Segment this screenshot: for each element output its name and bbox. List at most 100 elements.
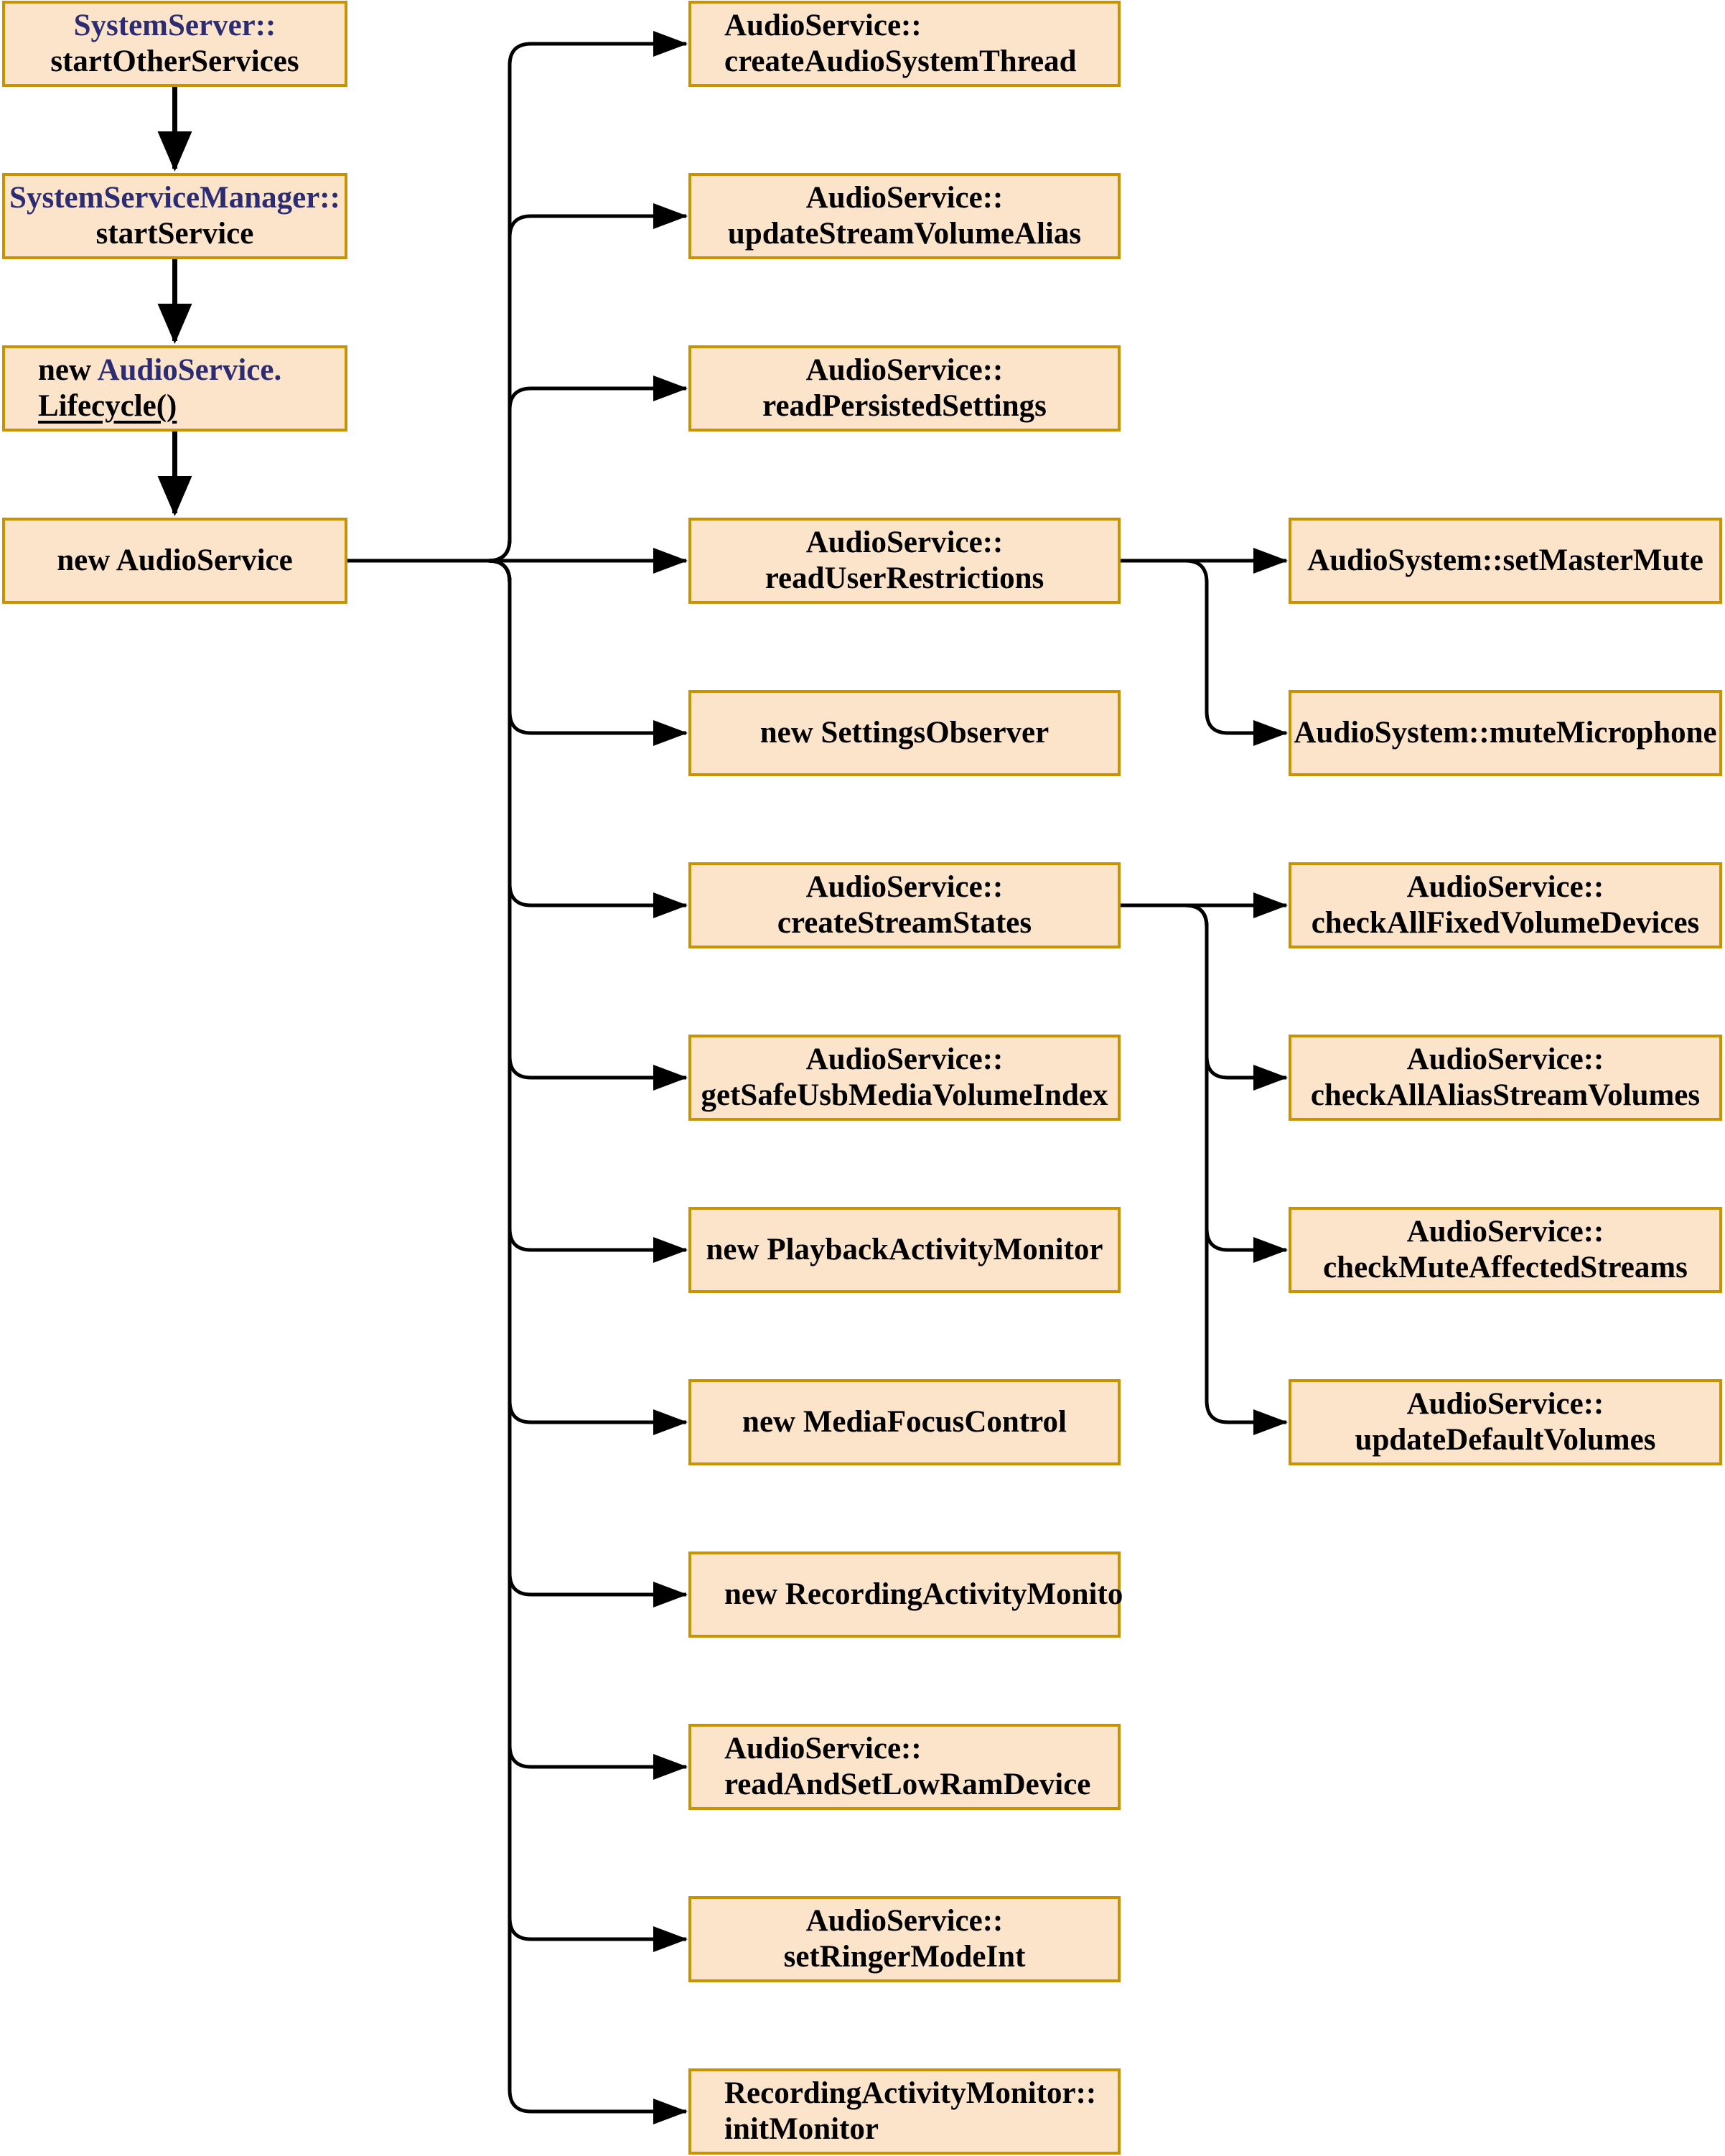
node-label-line: AudioService:: bbox=[806, 525, 1004, 561]
flow-node-r5: AudioService::checkMuteAffectedStreams bbox=[1289, 1207, 1722, 1293]
label-text: AudioService. bbox=[97, 353, 282, 387]
node-label-line: checkAllFixedVolumeDevices bbox=[1312, 905, 1700, 941]
arrow-L4-m12 bbox=[347, 559, 688, 1952]
label-text: startService bbox=[95, 217, 254, 251]
flow-node-m11: AudioService::readAndSetLowRamDevice bbox=[688, 1724, 1121, 1810]
node-label-line: AudioService:: bbox=[1407, 1214, 1604, 1250]
flow-node-r1: AudioSystem::setMasterMute bbox=[1289, 518, 1722, 604]
arrow-L4-m1 bbox=[347, 31, 688, 563]
flow-node-m2: AudioService::updateStreamVolumeAlias bbox=[688, 173, 1121, 259]
node-label-line: AudioService:: bbox=[806, 180, 1004, 216]
label-text: setRingerModeInt bbox=[783, 1940, 1026, 1974]
label-text: new PlaybackActivityMonitor bbox=[706, 1233, 1103, 1266]
node-label-line: AudioService:: bbox=[806, 1903, 1004, 1939]
arrow-L4-m8 bbox=[347, 559, 688, 1263]
node-label-line: AudioSystem::setMasterMute bbox=[1307, 543, 1703, 579]
flow-node-m8: new PlaybackActivityMonitor bbox=[688, 1207, 1121, 1293]
label-text: AudioService:: bbox=[805, 1042, 1004, 1076]
node-label-line: startOtherServices bbox=[50, 44, 299, 80]
arrow-m6-r5 bbox=[1121, 903, 1288, 1263]
arrow-m6-r4 bbox=[1121, 903, 1288, 1091]
label-text: getSafeUsbMediaVolumeIndex bbox=[701, 1078, 1108, 1112]
flow-node-m12: AudioService::setRingerModeInt bbox=[688, 1896, 1121, 1982]
node-label-line: AudioService:: bbox=[724, 1731, 922, 1767]
label-text: new SettingsObserver bbox=[759, 716, 1050, 750]
label-text: AudioService:: bbox=[1406, 1215, 1604, 1249]
flow-node-m13: RecordingActivityMonitor::initMonitor bbox=[688, 2068, 1121, 2155]
label-text: checkAllFixedVolumeDevices bbox=[1311, 906, 1700, 940]
label-text: readPersistedSettings bbox=[762, 389, 1047, 423]
node-label-line: new AudioService. bbox=[38, 353, 281, 388]
label-text: SystemServer:: bbox=[73, 9, 276, 42]
label-text: AudioService:: bbox=[1406, 1387, 1604, 1421]
arrow-L4-m5 bbox=[347, 559, 688, 746]
arrow-L4-m7 bbox=[347, 559, 688, 1091]
label-text: updateDefaultVolumes bbox=[1355, 1423, 1656, 1457]
flow-node-L4: new AudioService bbox=[2, 518, 347, 604]
node-label-line: AudioService:: bbox=[806, 1042, 1004, 1078]
node-label-line: AudioService:: bbox=[1407, 1042, 1604, 1078]
label-text: AudioService:: bbox=[724, 1732, 922, 1765]
node-label-line: startService bbox=[96, 216, 254, 252]
label-text: new bbox=[38, 353, 98, 387]
node-label-line: new SettingsObserver bbox=[760, 715, 1049, 751]
flow-node-m10: new RecordingActivityMonito bbox=[688, 1551, 1123, 1638]
node-label-line: initMonitor bbox=[724, 2111, 879, 2147]
node-label-line: AudioService:: bbox=[1407, 1386, 1604, 1422]
label-text: checkMuteAffectedStreams bbox=[1323, 1251, 1688, 1284]
flow-node-m1: AudioService::createAudioSystemThread bbox=[688, 1, 1121, 87]
arrow-L4-m9 bbox=[347, 559, 688, 1435]
label-text: new MediaFocusControl bbox=[742, 1405, 1067, 1439]
label-text: updateStreamVolumeAlias bbox=[727, 217, 1082, 251]
label-text: AudioSystem::muteMicrophone bbox=[1294, 716, 1717, 750]
flow-node-m5: new SettingsObserver bbox=[688, 690, 1121, 776]
node-label-line: readPersistedSettings bbox=[762, 388, 1047, 424]
label-text: RecordingActivityMonitor:: bbox=[724, 2076, 1097, 2110]
label-text: createAudioSystemThread bbox=[724, 45, 1077, 78]
node-label-line: readUserRestrictions bbox=[765, 561, 1044, 597]
node-label-line: SystemServiceManager:: bbox=[9, 180, 340, 216]
flow-node-m3: AudioService::readPersistedSettings bbox=[688, 345, 1121, 431]
arrow-m4-r2 bbox=[1121, 559, 1288, 746]
label-text: SystemServiceManager:: bbox=[9, 181, 340, 215]
label-text: AudioService:: bbox=[1406, 870, 1604, 904]
flow-node-r3: AudioService::checkAllFixedVolumeDevices bbox=[1289, 862, 1722, 948]
label-text: new RecordingActivityMonito bbox=[724, 1577, 1123, 1611]
node-label-line: getSafeUsbMediaVolumeIndex bbox=[701, 1078, 1108, 1114]
node-label-line: Lifecycle() bbox=[38, 388, 177, 424]
label-text: AudioService:: bbox=[724, 9, 922, 42]
arrow-L4-m11 bbox=[347, 559, 688, 1780]
label-text: AudioService:: bbox=[805, 353, 1004, 387]
node-label-line: createAudioSystemThread bbox=[724, 44, 1077, 80]
label-text: checkAllAliasStreamVolumes bbox=[1310, 1078, 1701, 1112]
node-label-line: AudioService:: bbox=[806, 869, 1004, 905]
flow-node-L1: SystemServer::startOtherServices bbox=[2, 1, 347, 87]
arrow-L4-m6 bbox=[347, 559, 688, 918]
node-label-line: AudioService:: bbox=[806, 353, 1004, 388]
node-label-line: AudioService:: bbox=[724, 8, 922, 44]
flow-node-m9: new MediaFocusControl bbox=[688, 1379, 1121, 1465]
node-label-line: AudioSystem::muteMicrophone bbox=[1294, 715, 1716, 751]
label-text: AudioService:: bbox=[805, 526, 1004, 559]
node-label-line: readAndSetLowRamDevice bbox=[724, 1767, 1090, 1803]
flow-node-r6: AudioService::updateDefaultVolumes bbox=[1289, 1379, 1722, 1465]
flow-node-m4: AudioService::readUserRestrictions bbox=[688, 518, 1121, 604]
node-label-line: SystemServer:: bbox=[74, 8, 276, 44]
arrow-L4-m2 bbox=[347, 203, 688, 563]
flow-node-r2: AudioSystem::muteMicrophone bbox=[1289, 690, 1722, 776]
node-label-line: setRingerModeInt bbox=[784, 1939, 1026, 1975]
label-text: Lifecycle() bbox=[38, 389, 177, 423]
node-label-line: checkMuteAffectedStreams bbox=[1323, 1250, 1688, 1286]
node-label-line: RecordingActivityMonitor:: bbox=[724, 2076, 1096, 2111]
label-text: readUserRestrictions bbox=[765, 561, 1044, 595]
node-label-line: new RecordingActivityMonito bbox=[724, 1577, 1123, 1613]
label-text: AudioService:: bbox=[805, 181, 1004, 215]
node-label-line: createStreamStates bbox=[777, 905, 1032, 941]
flow-node-L3: new AudioService.Lifecycle() bbox=[2, 345, 347, 431]
flow-node-m6: AudioService::createStreamStates bbox=[688, 862, 1121, 948]
node-label-line: AudioService:: bbox=[1407, 869, 1604, 905]
node-label-line: new PlaybackActivityMonitor bbox=[706, 1232, 1103, 1268]
label-text: startOtherServices bbox=[50, 45, 299, 78]
flow-node-L2: SystemServiceManager::startService bbox=[2, 173, 347, 259]
